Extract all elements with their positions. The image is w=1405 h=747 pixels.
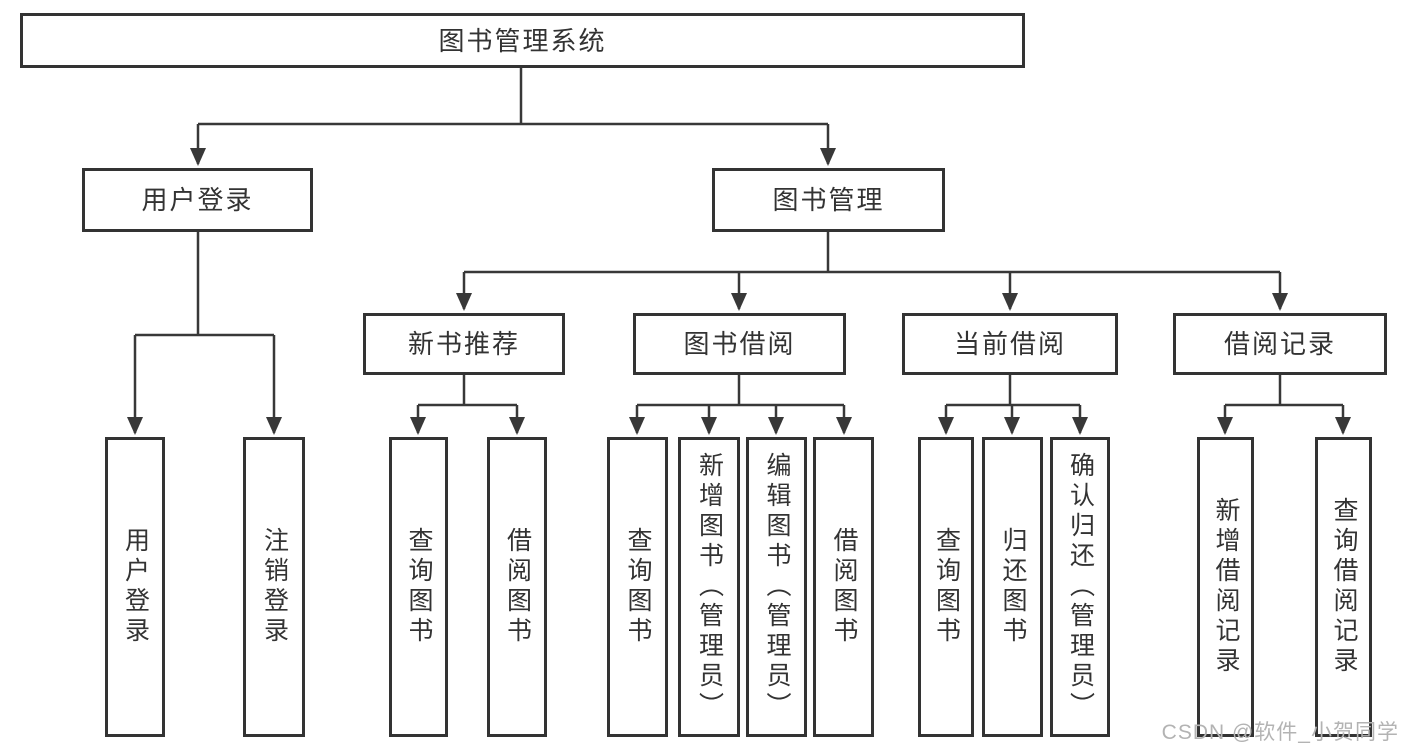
node-library-management-system: 图书管理系统 bbox=[20, 13, 1025, 68]
leaf-logout: 注销登录 bbox=[243, 437, 305, 737]
node-book-management: 图书管理 bbox=[712, 168, 945, 232]
node-label: 查询图书 bbox=[405, 527, 433, 647]
leaf-add-borrow-record: 新增借阅记录 bbox=[1197, 437, 1254, 737]
node-book-borrow: 图书借阅 bbox=[633, 313, 846, 375]
node-label: 用户登录 bbox=[121, 527, 150, 647]
node-label: 查询借阅记录 bbox=[1330, 497, 1358, 677]
leaf-query-books-recommend: 查询图书 bbox=[389, 437, 448, 737]
csdn-watermark: CSDN @软件_小贺同学 bbox=[1161, 721, 1399, 744]
leaf-query-books-current: 查询图书 bbox=[918, 437, 974, 737]
node-label: 注销登录 bbox=[260, 527, 289, 647]
node-label: 查询图书 bbox=[932, 527, 961, 647]
leaf-return-books: 归还图书 bbox=[982, 437, 1043, 737]
leaf-add-books-admin: 新增图书（管理员） bbox=[678, 437, 740, 737]
node-label: 图书借阅 bbox=[683, 329, 796, 359]
node-label: 新增图书（管理员） bbox=[695, 452, 724, 722]
leaf-borrow-books: 借阅图书 bbox=[813, 437, 874, 737]
node-label: 归还图书 bbox=[999, 527, 1027, 647]
node-label: 图书管理 bbox=[772, 185, 885, 215]
leaf-query-borrow-record: 查询借阅记录 bbox=[1315, 437, 1372, 737]
node-label: 新书推荐 bbox=[407, 329, 520, 359]
node-label: 借阅图书 bbox=[503, 527, 532, 647]
node-new-book-recommend: 新书推荐 bbox=[363, 313, 565, 375]
node-borrow-records: 借阅记录 bbox=[1173, 313, 1387, 375]
node-user-login: 用户登录 bbox=[82, 168, 313, 232]
node-label: 图书管理系统 bbox=[438, 25, 607, 56]
leaf-user-login: 用户登录 bbox=[105, 437, 165, 737]
node-label: 查询图书 bbox=[624, 527, 652, 647]
node-label: 用户登录 bbox=[141, 185, 254, 215]
connector-group bbox=[127, 68, 1351, 435]
leaf-borrow-books-recommend: 借阅图书 bbox=[487, 437, 547, 737]
node-label: 当前借阅 bbox=[953, 329, 1066, 359]
node-current-borrow: 当前借阅 bbox=[902, 313, 1118, 375]
node-label: 新增借阅记录 bbox=[1212, 497, 1240, 677]
leaf-confirm-return-admin: 确认归还（管理员） bbox=[1050, 437, 1110, 737]
node-label: 借阅图书 bbox=[830, 527, 858, 647]
node-label: 确认归还（管理员） bbox=[1066, 452, 1095, 722]
leaf-edit-books-admin: 编辑图书（管理员） bbox=[746, 437, 807, 737]
node-label: 编辑图书（管理员） bbox=[763, 452, 791, 722]
leaf-query-books-borrow: 查询图书 bbox=[607, 437, 668, 737]
node-label: 借阅记录 bbox=[1223, 329, 1336, 359]
